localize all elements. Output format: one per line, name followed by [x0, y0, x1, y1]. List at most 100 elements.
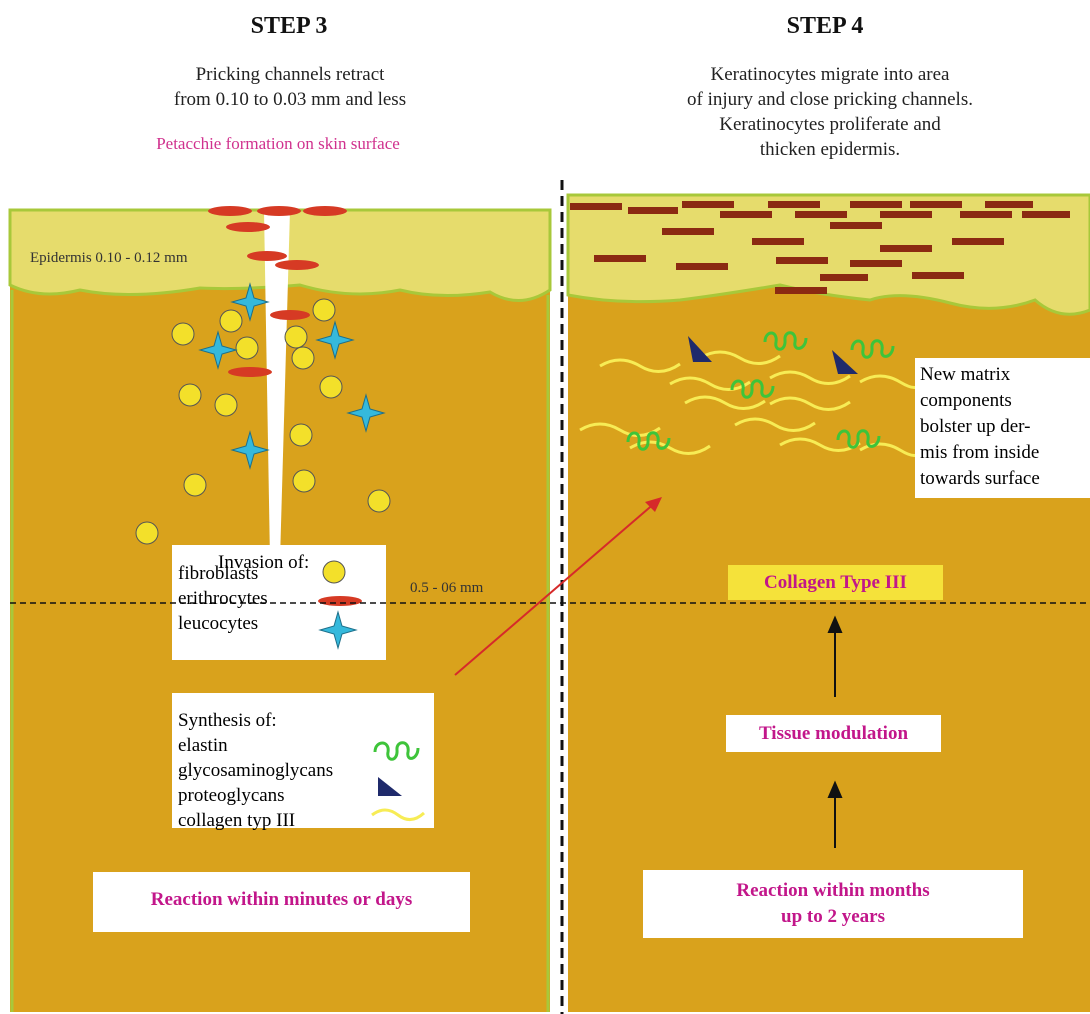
keratinocyte — [662, 228, 714, 235]
erythrocyte — [270, 310, 310, 320]
depth-label: 0.5 - 06 mm — [410, 580, 484, 596]
synthesis-item: proteoglycans — [178, 785, 285, 806]
step4-desc-line: of injury and close pricking channels. — [687, 89, 973, 110]
keratinocytes — [570, 201, 1070, 294]
erythrocyte — [247, 251, 287, 261]
up-arrows — [827, 615, 843, 848]
epidermis-label: Epidermis 0.10 - 0.12 mm — [30, 250, 188, 266]
keratinocyte — [910, 201, 962, 208]
keratinocyte — [830, 222, 882, 229]
collagen-label-box — [728, 565, 943, 600]
tissue-box — [726, 715, 941, 752]
fibroblast — [219, 309, 243, 333]
keratinocyte — [880, 245, 932, 252]
matrix-note-line: mis from inside — [920, 442, 1040, 463]
keratinocyte — [628, 207, 678, 214]
legend-leucocyte-icon — [318, 610, 358, 650]
fibroblast — [183, 473, 207, 497]
reaction-box-right — [643, 870, 1023, 938]
collagen-fibre — [684, 395, 766, 410]
erythrocyte — [228, 367, 272, 377]
petecchie-note: Petacchie formation on skin surface — [156, 134, 400, 153]
step3-title: STEP 3 — [250, 13, 328, 39]
fibroblast — [292, 469, 316, 493]
keratinocyte — [676, 263, 728, 270]
keratinocyte — [820, 274, 868, 281]
invasion-heading: Invasion of: — [218, 552, 310, 573]
fibroblast — [214, 393, 238, 417]
keratinocyte — [682, 201, 734, 208]
keratinocyte — [795, 211, 847, 218]
erythrocyte — [226, 222, 270, 232]
synthesis-item: collagen typ III — [178, 810, 296, 831]
surface-erythrocytes — [208, 206, 347, 377]
keratinocyte — [768, 201, 820, 208]
leucocytes — [198, 282, 386, 470]
synthesis-heading: Synthesis of: — [178, 710, 277, 731]
legend-erythrocyte-icon — [318, 596, 362, 606]
erythrocyte — [257, 206, 301, 216]
leucocyte — [346, 393, 386, 433]
right-skin-panel — [566, 193, 1090, 1012]
fibroblasts — [135, 298, 391, 545]
matrix-note-line: New matrix — [920, 364, 1011, 385]
fibroblast — [319, 375, 343, 399]
step4-description: Keratinocytes migrate into area of injur… — [620, 62, 1040, 162]
synthesis-item: glycosaminoglycans — [178, 760, 334, 781]
reaction-box-left — [93, 872, 470, 932]
arrow-head — [827, 780, 843, 798]
keratinocyte — [1022, 211, 1070, 218]
keratinocyte — [985, 201, 1033, 208]
elastin-fibres — [626, 331, 895, 451]
matrix-note-line: towards surface — [920, 468, 1040, 489]
invasion-item: fibroblasts — [178, 563, 259, 584]
step3-desc-line: from 0.10 to 0.03 mm and less — [173, 89, 407, 110]
step4-desc-line: Keratinocytes migrate into area — [710, 64, 950, 85]
elastin — [836, 429, 881, 449]
arrow-head — [827, 615, 843, 633]
collagen-fibre — [699, 350, 781, 365]
step4-title: STEP 4 — [786, 13, 864, 39]
step4-desc-line: Keratinocytes proliferate and — [719, 114, 941, 135]
reaction-right-line: up to 2 years — [781, 906, 885, 927]
keratinocyte — [912, 272, 964, 279]
elastin — [850, 339, 895, 359]
transition-arrow-head — [645, 497, 662, 512]
keratinocyte — [880, 211, 932, 218]
collagen-fibre — [669, 376, 751, 391]
keratinocyte — [952, 238, 1004, 245]
collagen-fibre — [769, 370, 851, 385]
fibroblast — [284, 325, 308, 349]
right-epidermis — [566, 193, 1090, 316]
keratinocyte — [594, 255, 646, 262]
keratinocyte — [720, 211, 772, 218]
keratinocyte — [752, 238, 804, 245]
collagen-label: Collagen Type III — [764, 572, 907, 593]
reaction-left: Reaction within minutes or days — [150, 889, 413, 910]
leucocyte — [315, 320, 355, 360]
transition-arrow — [454, 501, 657, 676]
legend-proteoglycan-icon — [378, 777, 402, 796]
matrix-note-line: bolster up der- — [920, 416, 1031, 437]
collagen-fibre — [734, 417, 816, 432]
step4-desc-line: thicken epidermis. — [759, 139, 901, 160]
synthesis-list: Synthesis of: elastin glycosaminoglycans… — [178, 708, 333, 833]
legend-elastin-icon — [373, 741, 420, 761]
elastin — [626, 431, 671, 451]
synthesis-item: elastin — [178, 735, 228, 756]
collagen-fibre — [629, 440, 711, 455]
leucocyte — [230, 282, 270, 322]
erythrocyte — [275, 260, 319, 270]
invasion-item: leucocytes — [178, 613, 259, 634]
reaction-right: Reaction within months up to 2 years — [643, 878, 1023, 930]
keratinocyte — [775, 287, 827, 294]
tissue-modulation-label: Tissue modulation — [758, 723, 909, 744]
step3-desc-line: Pricking channels retract — [195, 64, 385, 85]
keratinocyte — [570, 203, 622, 210]
fibroblast — [367, 489, 391, 513]
proteoglycans — [688, 336, 858, 374]
fibroblast — [312, 298, 336, 322]
keratinocyte — [850, 260, 902, 267]
